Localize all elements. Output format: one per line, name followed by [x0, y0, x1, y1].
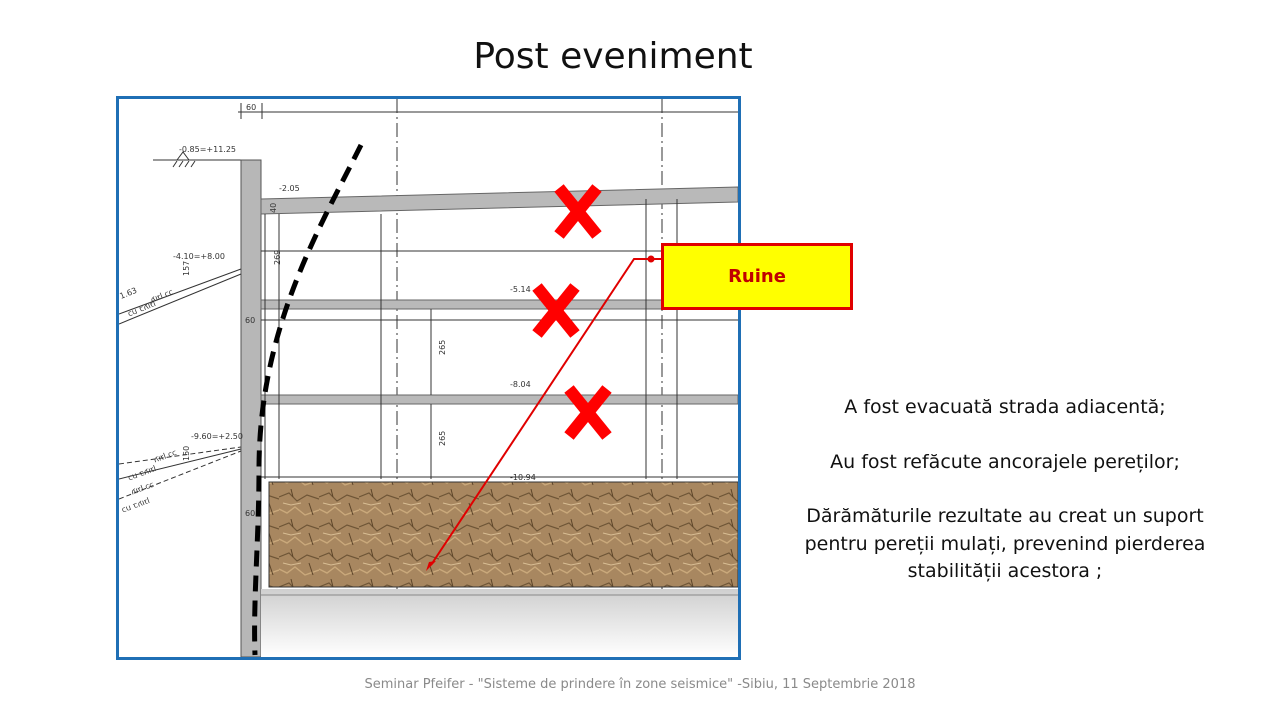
debris-fade [261, 589, 738, 657]
hebrew-label-4: כח בעוגן [127, 465, 158, 483]
dim-level-1: -2.05 [279, 184, 300, 193]
collapse-x-mark-1 [554, 184, 602, 239]
note-1: A fost evacuată strada adiacentă; [844, 396, 1166, 418]
collapse-x-mark-3 [564, 385, 612, 440]
dim-h-floor-2: 265 [438, 340, 447, 355]
dim-level-4: -8.04 [510, 380, 531, 389]
failure-curve [252, 143, 364, 656]
note-2: Au fost refăcute ancorajele pereților; [830, 450, 1180, 473]
section-drawing-svg: 60 -0.85=+11.25 -2.05 40 -4.10=+8.00 [119, 99, 738, 657]
hebrew-label-5: עוגן ככ [130, 481, 155, 498]
hebrew-label-6: כח בעוגן [121, 497, 152, 515]
top-slab [260, 186, 738, 215]
dim-level-2: -4.10=+8.00 [173, 252, 225, 261]
dim-h-floor-3: 265 [438, 431, 447, 446]
anchor-value: 1.63 [119, 286, 138, 301]
slide-title: Post eveniment [473, 36, 753, 77]
callout-leader-line [430, 258, 667, 566]
floor-slab-1 [260, 299, 738, 310]
dim-level-top: -0.85=+11.25 [179, 145, 236, 154]
dim-level-3: -5.14 [510, 285, 531, 294]
dim-level-6: -10.94 [510, 473, 536, 482]
hebrew-label-3: עוגן ככ [153, 448, 178, 465]
dim-wall-60-a: 60 [245, 316, 255, 325]
ruine-callout-label: Ruine [728, 266, 786, 287]
dim-width-top: 60 [246, 103, 256, 112]
hebrew-label-2: כח בעוגן [127, 300, 158, 319]
dim-h-floor-1: 269 [273, 250, 282, 265]
dim-anchor-2: 150 [182, 446, 191, 461]
collapse-x-mark-2 [532, 283, 580, 338]
note-3: Dărămăturile rezultate au creat un supor… [804, 505, 1206, 582]
debris-fill [268, 481, 738, 588]
dim-wall-60-b: 60 [245, 509, 255, 518]
construction-drawing: 60 -0.85=+11.25 -2.05 40 -4.10=+8.00 [116, 96, 741, 660]
ruine-callout: Ruine [661, 243, 853, 310]
notes-text-block: A fost evacuată strada adiacentă; Au fos… [790, 394, 1220, 613]
dim-thick-1: 40 [269, 203, 278, 213]
anchor-line-1 [119, 268, 242, 315]
dim-level-5: -9.60=+2.50 [191, 432, 243, 441]
dim-anchor-1: 157 [182, 261, 191, 276]
floor-slab-2 [260, 394, 738, 405]
slide-footer: Seminar Pfeifer - "Sisteme de prindere î… [364, 677, 916, 692]
anchor-line-2 [119, 448, 242, 480]
